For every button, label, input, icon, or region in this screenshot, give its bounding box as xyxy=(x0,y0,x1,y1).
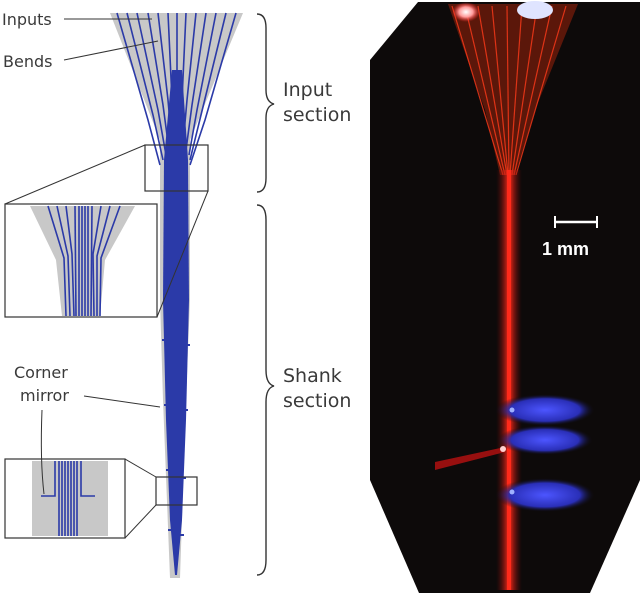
inset-upper xyxy=(4,203,158,318)
corner-mirror-taps xyxy=(162,339,190,536)
corner-mirror-leader xyxy=(40,409,45,495)
zoom-line xyxy=(124,458,157,478)
shank-section-label-line2: section xyxy=(283,390,351,412)
corner-mirror-label-line2: mirror xyxy=(20,386,69,405)
shank-section-brace xyxy=(256,204,275,576)
scale-bar: 1 mm xyxy=(542,216,598,259)
red-emission-beam xyxy=(435,447,505,470)
corner-mirror-label-line1: Corner xyxy=(14,363,68,382)
zoom-line xyxy=(156,190,209,318)
inputs-label: Inputs xyxy=(2,10,52,29)
red-input-source xyxy=(452,2,480,22)
shank-section-label-line1: Shank xyxy=(283,365,342,387)
red-fan-lines xyxy=(451,5,567,176)
input-section-label-line2: section xyxy=(283,104,351,126)
waveguide-bundle xyxy=(163,70,189,575)
zoom-box-lower xyxy=(155,476,198,506)
blue-input-source xyxy=(517,1,553,19)
probe-schematic: Inputs Bends Corner mirror xyxy=(2,10,243,578)
bends-leader xyxy=(63,40,159,61)
input-section-label-line1: Input xyxy=(283,79,332,101)
blue-emission-1 xyxy=(495,394,595,426)
blue-emission-3 xyxy=(495,478,595,512)
corner-mirror-leader-2 xyxy=(83,395,161,408)
zoom-box-upper xyxy=(144,144,209,192)
scale-bar-label: 1 mm xyxy=(542,239,589,259)
section-braces xyxy=(256,13,275,576)
inset-lower xyxy=(4,458,126,539)
input-section-brace xyxy=(256,13,275,193)
red-shank-line xyxy=(507,170,511,590)
zoom-line xyxy=(124,504,157,539)
red-fan-glow xyxy=(448,4,578,175)
bends-label: Bends xyxy=(3,52,52,71)
blue-emission-2 xyxy=(497,425,593,455)
probe-photograph: 1 mm xyxy=(370,1,640,593)
zoom-line xyxy=(4,144,146,205)
